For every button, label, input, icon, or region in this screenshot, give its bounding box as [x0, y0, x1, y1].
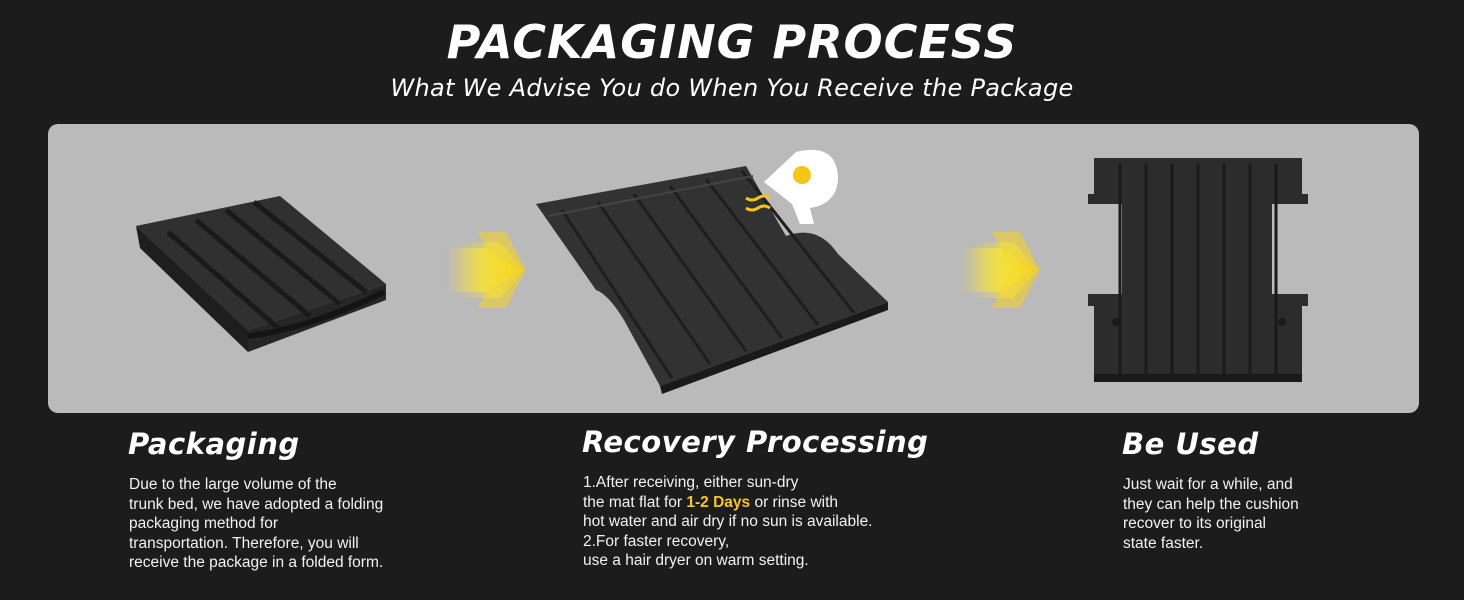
recovered-mat-image	[1088, 158, 1308, 382]
description-line: receive the package in a folded form.	[129, 554, 384, 571]
description-line: recover to its original	[1123, 515, 1267, 532]
page-title: PACKAGING PROCESS	[446, 15, 1018, 69]
description-line: they can help the cushion	[1123, 495, 1299, 513]
description-line: transportation. Therefore, you will	[129, 534, 359, 552]
step-heading-be-used: Be Used	[1122, 427, 1259, 461]
flat-mat-image	[536, 166, 888, 394]
arrow-icon	[960, 232, 1040, 308]
description-line: Due to the large volume of the	[129, 476, 337, 493]
step-description-be-used: Just wait for a while, and they can help…	[1123, 475, 1299, 553]
description-line: trunk bed, we have adopted a folding	[129, 495, 384, 513]
description-line: packaging method for	[129, 515, 279, 532]
step-description-packaging: Due to the large volume of the trunk bed…	[129, 475, 383, 573]
folded-mat-image	[136, 196, 386, 352]
step-description-recovery-processing: 1.After receiving, either sun-dry the ma…	[583, 473, 873, 571]
description-line: 2.For faster recovery,	[583, 532, 730, 550]
description-line: 1.After receiving, either sun-dry	[583, 474, 799, 491]
description-line: hot water and air dry if no sun is avail…	[583, 513, 873, 530]
page-subtitle: What We Advise You do When You Receive t…	[390, 74, 1074, 102]
hair-dryer-icon	[745, 149, 838, 224]
duration-highlight: 1-2 Days	[686, 493, 751, 511]
step-heading-recovery-processing: Recovery Processing	[582, 425, 929, 459]
step-heading-packaging: Packaging	[128, 427, 300, 461]
description-line: Just wait for a while, and	[1123, 476, 1293, 493]
arrow-icon	[446, 232, 526, 308]
text-segment: the mat flat for	[583, 493, 687, 511]
text-segment: or rinse with	[750, 493, 839, 511]
process-illustration-panel	[48, 124, 1419, 413]
description-line: the mat flat for 1-2 Days or rinse with	[583, 493, 873, 513]
description-line: use a hair dryer on warm setting.	[583, 552, 809, 569]
description-line: state faster.	[1123, 534, 1204, 552]
